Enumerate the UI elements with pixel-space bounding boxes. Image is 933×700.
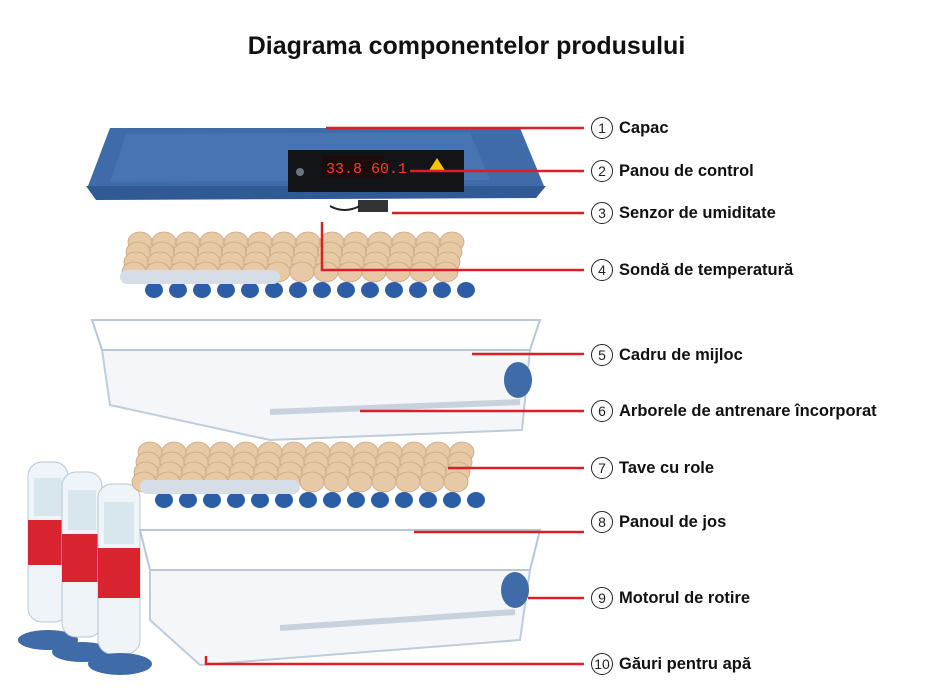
roller-cap	[265, 282, 283, 298]
egg	[385, 261, 411, 283]
callout-number: 2	[591, 160, 613, 182]
leader-line	[204, 656, 584, 666]
water-bottles	[18, 461, 152, 675]
motor-housing	[504, 362, 532, 398]
leader-lines	[204, 126, 584, 666]
lower-egg-tray	[131, 441, 485, 508]
roller-cap	[419, 492, 437, 508]
roller-cap	[395, 492, 413, 508]
callout-number: 6	[591, 400, 613, 422]
callout-number: 1	[591, 117, 613, 139]
callout-4: 4 Sondă de temperatură	[591, 255, 793, 285]
roller-bar	[140, 480, 300, 494]
humidity-sensor	[358, 200, 388, 212]
callout-label: Tave cu role	[619, 458, 715, 477]
roller-cap	[227, 492, 245, 508]
egg	[337, 261, 363, 283]
roller-cap	[241, 282, 259, 298]
bottle-label	[98, 548, 140, 598]
roller-cap	[169, 282, 187, 298]
callout-number: 10	[591, 653, 613, 675]
egg	[361, 261, 387, 283]
bottle-label	[28, 520, 68, 565]
roller-cap	[299, 492, 317, 508]
callout-label: Sondă de temperatură	[619, 260, 794, 279]
callout-number: 8	[591, 511, 613, 533]
egg	[409, 261, 435, 283]
callout-1: 1 Capac	[591, 113, 669, 143]
roller-cap	[433, 282, 451, 298]
callout-3: 3 Senzor de umiditate	[591, 198, 776, 228]
egg	[419, 471, 445, 493]
bottom-panel	[138, 529, 542, 667]
roller-cap	[385, 282, 403, 298]
egg	[395, 471, 421, 493]
egg	[443, 471, 469, 493]
callout-label: Arborele de antrenare încorporat	[619, 401, 877, 420]
callout-label: Panoul de jos	[619, 512, 727, 531]
egg	[433, 261, 459, 283]
roller-cap	[145, 282, 163, 298]
callout-number: 7	[591, 457, 613, 479]
egg	[313, 261, 339, 283]
egg	[347, 471, 373, 493]
roller-cap	[289, 282, 307, 298]
roller-cap	[203, 492, 221, 508]
callout-label: Senzor de umiditate	[619, 203, 776, 222]
turning-motor	[501, 572, 529, 608]
callout-10: 10 Găuri pentru apă	[591, 649, 751, 679]
callout-label: Găuri pentru apă	[619, 654, 752, 673]
upper-egg-tray	[121, 231, 475, 298]
roller-cap	[179, 492, 197, 508]
callout-5: 5 Cadru de mijloc	[591, 340, 743, 370]
callout-label: Capac	[619, 118, 669, 137]
callout-number: 5	[591, 344, 613, 366]
roller-cap	[371, 492, 389, 508]
roller-cap	[337, 282, 355, 298]
callout-label: Panou de control	[619, 161, 754, 180]
callout-9: 9 Motorul de rotire	[591, 583, 750, 613]
callout-number: 3	[591, 202, 613, 224]
roller-cap	[347, 492, 365, 508]
diagram-title: Diagrama componentelor produsului	[247, 32, 686, 60]
roller-cap	[361, 282, 379, 298]
warning-icon	[428, 158, 446, 172]
middle-frame	[90, 319, 542, 442]
roller-cap	[251, 492, 269, 508]
callout-7: 7 Tave cu role	[591, 453, 714, 483]
callout-8: 8 Panoul de jos	[591, 507, 726, 537]
egg	[371, 471, 397, 493]
egg	[289, 261, 315, 283]
callout-2: 2 Panou de control	[591, 156, 754, 186]
callout-6: 6 Arborele de antrenare încorporat	[591, 396, 877, 426]
power-icon	[296, 168, 304, 176]
callout-label: Motorul de rotire	[619, 588, 751, 607]
roller-cap	[155, 492, 173, 508]
bottle-label	[62, 534, 102, 582]
leader-line	[320, 222, 584, 272]
roller-cap	[409, 282, 427, 298]
roller-cap	[323, 492, 341, 508]
roller-cap	[217, 282, 235, 298]
panel-display: 33.8 60.1	[326, 161, 407, 178]
water-bottle	[52, 471, 112, 662]
callout-number: 4	[591, 259, 613, 281]
roller-cap	[275, 492, 293, 508]
roller-cap	[457, 282, 475, 298]
roller-cap	[467, 492, 485, 508]
drive-shaft	[269, 399, 521, 415]
callout-number: 9	[591, 587, 613, 609]
roller-bar	[120, 270, 280, 284]
water-bottle	[88, 483, 152, 675]
roller-cap	[443, 492, 461, 508]
egg	[299, 471, 325, 493]
roller-cap	[313, 282, 331, 298]
roller-cap	[193, 282, 211, 298]
callout-label: Cadru de mijloc	[619, 345, 743, 364]
egg	[323, 471, 349, 493]
